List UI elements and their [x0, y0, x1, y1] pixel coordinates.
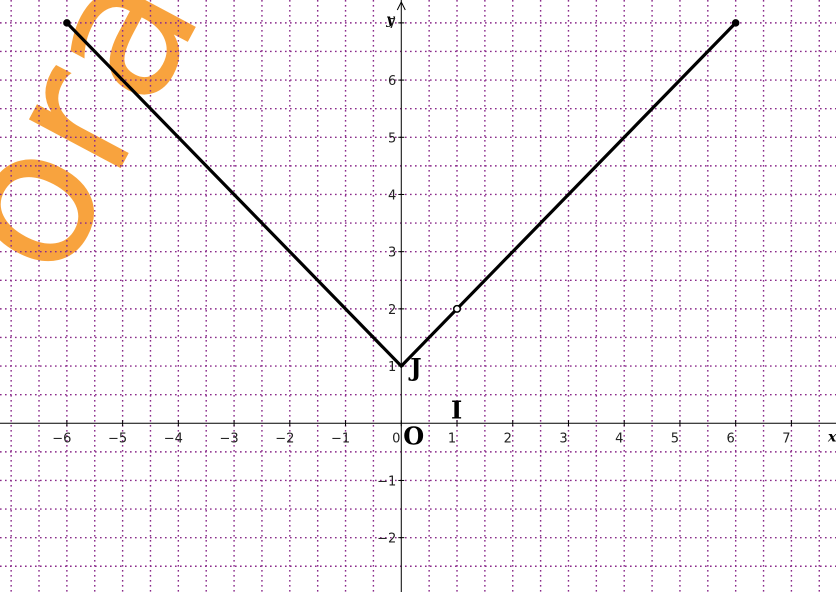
y-tick-label: 4 — [388, 188, 396, 203]
x-tick-label: −1 — [331, 431, 350, 446]
y-tick-label: 1 — [388, 360, 396, 375]
watermark: orall — [0, 0, 293, 307]
x-axis-label: x — [827, 429, 836, 445]
x-tick-label: 5 — [671, 431, 679, 446]
y-tick-label: −1 — [377, 474, 396, 489]
y-axis-arrow — [396, 0, 406, 11]
x-tick-label: 7 — [782, 431, 790, 446]
y-tick-label: 7 — [388, 17, 396, 32]
x-tick-label: 1 — [448, 431, 456, 446]
series-line — [65, 21, 737, 369]
x-tick-label: −5 — [108, 431, 127, 446]
endpoint-marker — [63, 19, 71, 27]
point-label-i: I — [451, 395, 462, 424]
y-tick-label: 5 — [388, 131, 396, 146]
point-label-o: O — [403, 421, 424, 450]
x-tick-label: −6 — [52, 431, 71, 446]
endpoint-marker — [731, 19, 740, 27]
watermark-text: orall — [0, 0, 293, 307]
x-tick-label: −2 — [275, 431, 294, 446]
x-tick-label: 6 — [727, 431, 735, 446]
series — [63, 19, 740, 369]
y-axis-label: y — [385, 12, 395, 28]
x-tick-label: 2 — [504, 431, 512, 446]
y-tick-label: 2 — [388, 303, 396, 318]
point-label-j: J — [408, 353, 421, 382]
y-tick-label: −2 — [377, 532, 396, 547]
tick-labels: −6 −5 −4 −3 −2 −1 0 1 2 3 4 5 6 7 −2 −1 1 2 3 4 5 6 7 — [52, 17, 790, 547]
x-tick-label: −3 — [219, 431, 238, 446]
x-tick-label: 0 — [392, 431, 400, 446]
x-tick-label: 4 — [615, 431, 623, 446]
x-tick-label: −4 — [164, 431, 183, 446]
x-tick-label: 3 — [559, 431, 567, 446]
y-tick-label: 6 — [388, 74, 396, 89]
y-tick-label: 3 — [388, 246, 396, 261]
point-labels: OI J — [403, 353, 462, 450]
hollow-point-marker — [452, 304, 462, 313]
